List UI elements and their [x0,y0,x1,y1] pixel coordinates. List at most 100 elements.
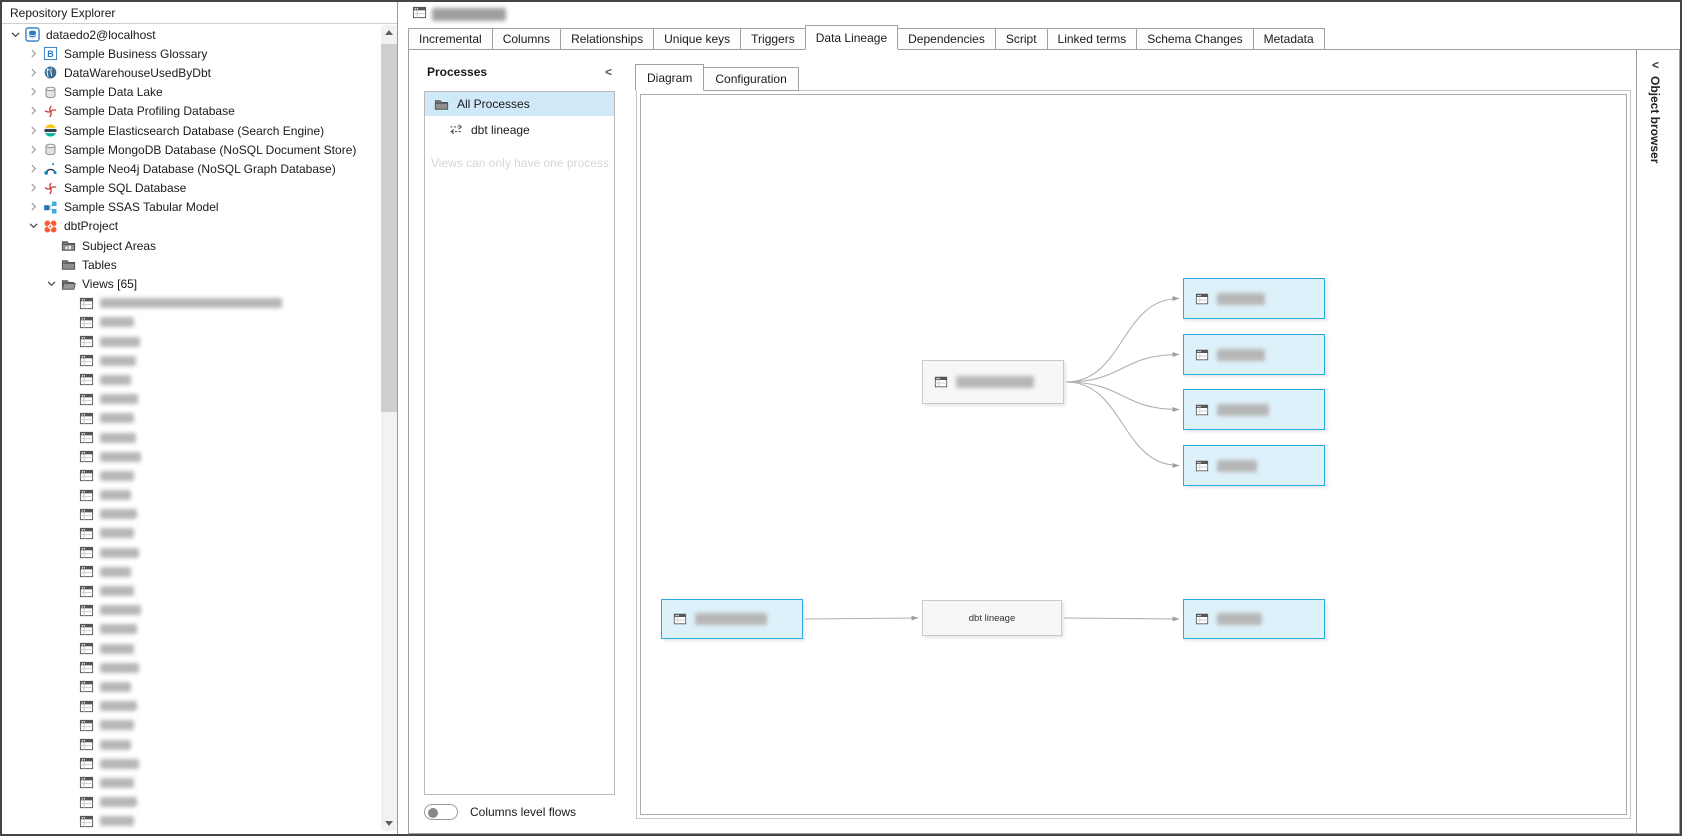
process-item-all-processes[interactable]: All Processes [425,92,614,116]
lineage-node-process-node[interactable]: dbt lineage [922,600,1062,636]
tree-item-redacted[interactable] [2,793,379,812]
diagram-surface[interactable] [640,94,1627,815]
chevron-right-icon[interactable] [26,142,42,157]
tab-unique-keys[interactable]: Unique keys [653,28,742,50]
chevron-right-icon[interactable] [26,123,42,138]
tree-item-redacted[interactable] [2,409,379,428]
tree-item-redacted[interactable] [2,370,379,389]
tree-item-dataedo2-localhost[interactable]: dataedo2@localhost [2,25,379,44]
chevron-down-icon[interactable] [44,277,60,292]
tree-item-redacted[interactable] [2,658,379,677]
chevron-placeholder [62,622,78,637]
processes-collapse-button[interactable]: < [605,65,613,79]
chevron-right-icon[interactable] [26,104,42,119]
subtab-diagram[interactable]: Diagram [635,64,705,91]
tree-item-redacted[interactable] [2,332,379,351]
table-icon [1195,292,1209,306]
tree-item-sample-sql-database[interactable]: Sample SQL Database [2,179,379,198]
tree-item-redacted[interactable] [2,620,379,639]
view-icon [78,449,94,464]
subtab-configuration[interactable]: Configuration [703,67,799,91]
lineage-node-target-4[interactable] [1183,445,1325,486]
tree-item-label: dataedo2@localhost [46,27,156,42]
tree-item-redacted[interactable] [2,601,379,620]
tree-item-views-65[interactable]: Views [65] [2,274,379,293]
tree-item-sample-data-profiling-database[interactable]: Sample Data Profiling Database [2,102,379,121]
tab-dependencies[interactable]: Dependencies [897,28,996,50]
tree-item-redacted[interactable] [2,524,379,543]
chevron-right-icon[interactable] [26,85,42,100]
chevron-right-icon[interactable] [26,161,42,176]
tab-metadata[interactable]: Metadata [1252,28,1325,50]
tree-item-datawarehouseusedbydbt[interactable]: DataWarehouseUsedByDbt [2,63,379,82]
tab-columns[interactable]: Columns [491,28,562,50]
tree-item-sample-data-lake[interactable]: Sample Data Lake [2,83,379,102]
tree-item-tables[interactable]: Tables [2,255,379,274]
ssas-icon [42,200,58,215]
chevron-right-icon[interactable] [26,46,42,61]
tree-item-redacted[interactable] [2,716,379,735]
tab-data-lineage[interactable]: Data Lineage [804,25,899,50]
tree-item-redacted[interactable] [2,505,379,524]
columns-level-flows-toggle[interactable] [424,804,458,820]
tree-item-redacted[interactable] [2,581,379,600]
lineage-node-output-table[interactable] [1183,599,1325,639]
tree-item-redacted[interactable] [2,639,379,658]
tree-item-redacted[interactable] [2,351,379,370]
chevron-right-icon[interactable] [26,181,42,196]
redacted-label [100,470,134,481]
scroll-thumb[interactable] [381,44,397,412]
tree-item-sample-ssas-tabular-model[interactable]: Sample SSAS Tabular Model [2,198,379,217]
tree-item-redacted[interactable] [2,466,379,485]
tree-item-redacted[interactable] [2,390,379,409]
chevron-down-icon[interactable] [26,219,42,234]
tree-item-sample-elasticsearch-database-search-engine[interactable]: Sample Elasticsearch Database (Search En… [2,121,379,140]
process-item-dbt-lineage[interactable]: dbt lineage [425,116,614,143]
redacted-label [100,643,134,654]
tree-item-redacted[interactable] [2,773,379,792]
tree-item-redacted[interactable] [2,486,379,505]
tab-linked-terms[interactable]: Linked terms [1046,28,1138,50]
redacted-label [100,566,131,577]
lineage-node-input-table[interactable] [661,599,803,639]
object-browser-collapsed-panel[interactable]: < Object browser [1636,50,1679,833]
lineage-node-source-table[interactable] [922,360,1064,404]
tab-triggers[interactable]: Triggers [740,28,806,50]
chevron-right-icon[interactable] [26,200,42,215]
object-browser-expand-button[interactable]: < [1652,58,1660,72]
tree-item-redacted[interactable] [2,313,379,332]
tree-item-redacted[interactable] [2,562,379,581]
scroll-up-button[interactable] [381,25,397,40]
tree-item-redacted[interactable] [2,677,379,696]
folder-icon [433,97,450,112]
tree-item-subject-areas[interactable]: Subject Areas [2,236,379,255]
tab-schema-changes[interactable]: Schema Changes [1136,28,1254,50]
tree-item-redacted[interactable] [2,447,379,466]
chevron-right-icon[interactable] [26,65,42,80]
lineage-node-target-3[interactable] [1183,389,1325,430]
tab-script[interactable]: Script [994,28,1048,50]
tree-item-redacted[interactable] [2,697,379,716]
tree-item-redacted[interactable] [2,735,379,754]
tab-relationships[interactable]: Relationships [560,28,655,50]
tree-item-sample-neo4j-database-nosql-graph-database[interactable]: Sample Neo4j Database (NoSQL Graph Datab… [2,159,379,178]
tree-item-redacted[interactable] [2,428,379,447]
tree-item-dbtproject[interactable]: dbtProject [2,217,379,236]
lineage-node-target-2[interactable] [1183,334,1325,375]
chevron-down-icon[interactable] [8,27,24,42]
tab-incremental[interactable]: Incremental [408,28,493,50]
tree-item-sample-mongodb-database-nosql-document-store[interactable]: Sample MongoDB Database (NoSQL Document … [2,140,379,159]
tree-scrollbar[interactable] [381,25,397,831]
tree-item-redacted[interactable] [2,754,379,773]
scroll-down-button[interactable] [381,816,397,831]
view-icon [78,699,94,714]
tree-item-redacted[interactable] [2,812,379,831]
tree-item-redacted[interactable] [2,294,379,313]
tree-item-redacted[interactable] [2,543,379,562]
repository-explorer-title: Repository Explorer [2,2,397,24]
lineage-node-target-1[interactable] [1183,278,1325,319]
tree-item-label: Sample MongoDB Database (NoSQL Document … [64,142,357,157]
